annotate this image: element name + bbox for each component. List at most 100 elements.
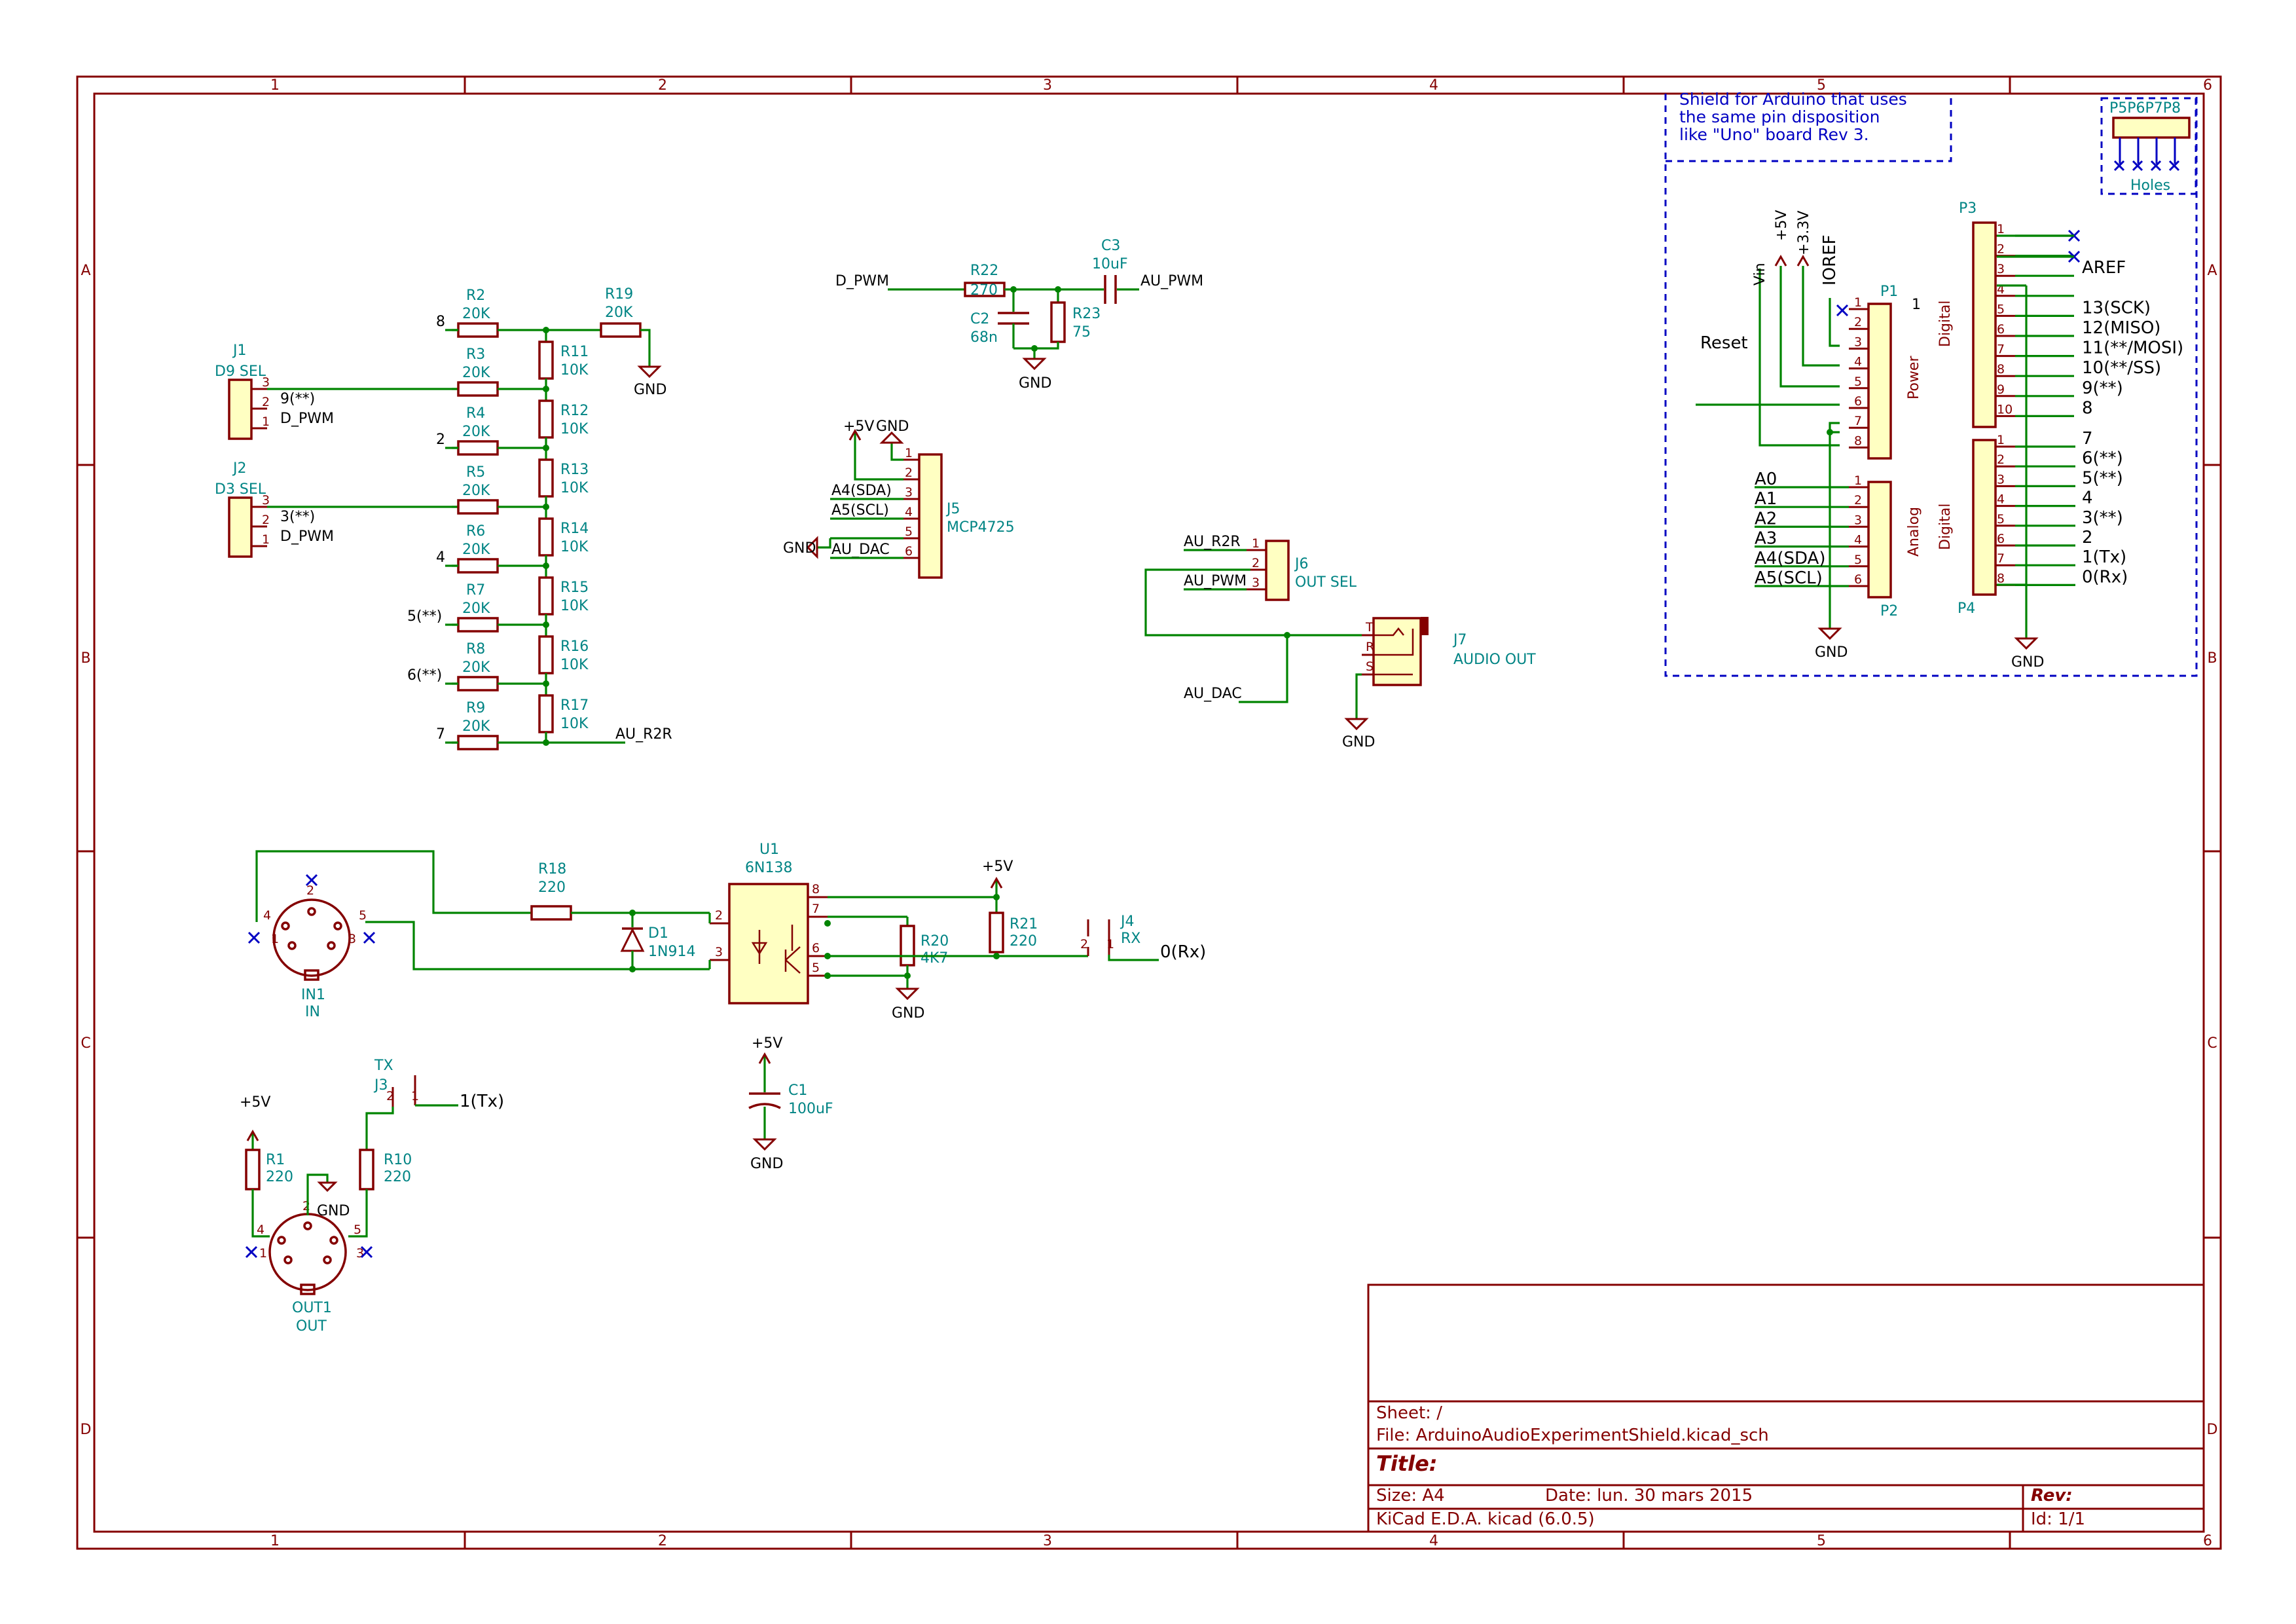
gnd-p3p4: GND <box>2011 654 2044 671</box>
au-dac-label: AU_DAC <box>1184 686 1242 702</box>
j5-net-label: A4(SDA) <box>831 483 892 499</box>
r14-ref: R14 <box>560 521 589 537</box>
col-label-bottom: 6 <box>2203 1533 2212 1549</box>
r15-value: 10K <box>560 598 589 614</box>
col-label-bottom: 4 <box>1429 1533 1438 1549</box>
svg-text:3: 3 <box>905 485 913 500</box>
p1-ref: P1 <box>1880 284 1898 300</box>
r16-body <box>538 635 554 674</box>
j7-value: AUDIO OUT <box>1453 652 1536 668</box>
row-label-right: D <box>2207 1422 2218 1438</box>
p4-pins-label: 6(**) <box>2082 449 2123 468</box>
in1-din <box>272 898 351 977</box>
j5-net-label: AU_DAC <box>831 542 890 558</box>
svg-text:3: 3 <box>1854 335 1862 349</box>
tb-file: File: ArduinoAudioExperimentShield.kicad… <box>1376 1426 1769 1445</box>
p4-pins-label: 2 <box>2082 528 2093 547</box>
u1-optocoupler <box>728 883 809 1005</box>
col-label-top: 4 <box>1429 77 1438 94</box>
j3-ref: TX <box>374 1058 393 1074</box>
svg-text:T: T <box>1365 620 1374 635</box>
gnd-out1: GND <box>317 1203 350 1219</box>
svg-text:S: S <box>1366 659 1374 674</box>
p2-pins-label: A3 <box>1755 529 1777 549</box>
j5-connector <box>918 453 943 579</box>
r4-value: 20K <box>462 424 490 440</box>
out1-ref: OUT1 <box>292 1300 332 1316</box>
tb-tool: KiCad E.D.A. kicad (6.0.5) <box>1376 1509 1595 1529</box>
r21-plus5v: +5V <box>982 858 1013 875</box>
r7-body <box>457 617 499 633</box>
p4-pins-label: 3(**) <box>2082 508 2123 528</box>
r12-ref: R12 <box>560 403 589 419</box>
svg-text:6: 6 <box>905 544 913 559</box>
p2-pins-label: A2 <box>1755 509 1777 528</box>
svg-text:3: 3 <box>262 493 270 507</box>
r13-value: 10K <box>560 480 589 496</box>
tb-id: Id: 1/1 <box>2031 1509 2085 1529</box>
p3-ref: P3 <box>1959 200 1977 217</box>
net-label-n8: 8 <box>436 314 445 330</box>
p2-ref: P2 <box>1880 603 1898 619</box>
u1-ref: U1 <box>759 841 779 858</box>
svg-text:2: 2 <box>1997 452 2005 467</box>
plus5v-label: +5V <box>1774 210 1790 241</box>
arduino-shield-area: Shield for Arduino that uses the same pi… <box>1664 90 2198 677</box>
p4-pins-label: 5(**) <box>2082 468 2123 488</box>
p3-pins-label: 10(**/SS) <box>2082 358 2161 378</box>
title-block: Sheet: / File: ArduinoAudioExperimentShi… <box>1367 1283 2205 1533</box>
tb-title: Title: <box>1376 1451 1438 1476</box>
r17-ref: R17 <box>560 697 589 714</box>
c1-value: 100uF <box>788 1101 833 1117</box>
p3-sub: Digital <box>1937 301 1954 347</box>
r21-value: 220 <box>1010 933 1037 950</box>
d-pwm-label: D_PWM <box>835 273 889 289</box>
p2-sub: Analog <box>1906 507 1922 557</box>
j5-plus5v: +5V <box>843 418 874 435</box>
r3-body <box>457 381 499 397</box>
p4-ref: P4 <box>1958 600 1975 617</box>
svg-text:6: 6 <box>1854 394 1862 409</box>
svg-text:1: 1 <box>411 1089 419 1103</box>
svg-text:5: 5 <box>1997 302 2005 316</box>
svg-text:4: 4 <box>257 1223 264 1237</box>
svg-text:1: 1 <box>1106 937 1114 951</box>
j2-value: D3 SEL <box>215 481 266 498</box>
r2-ref: R2 <box>466 287 485 304</box>
r16-ref: R16 <box>560 638 589 655</box>
c1-ref: C1 <box>788 1082 807 1099</box>
gnd-j7: GND <box>1342 734 1375 750</box>
svg-text:5: 5 <box>905 525 913 539</box>
r22-ref: R22 <box>970 263 998 279</box>
d1-value: 1N914 <box>648 944 695 960</box>
j1-value: D9 SEL <box>215 363 266 380</box>
r19-body <box>600 322 642 338</box>
j1-ref: J1 <box>232 342 247 359</box>
svg-text:3: 3 <box>1997 472 2005 487</box>
r20-ref: R20 <box>920 933 949 950</box>
svg-text:5: 5 <box>1854 553 1862 567</box>
r23-value: 75 <box>1072 324 1091 341</box>
svg-text:4: 4 <box>905 505 913 519</box>
p4-sub: Digital <box>1937 504 1954 550</box>
j5-gnd: GND <box>876 418 909 435</box>
p3-pins-label: 8 <box>2082 398 2093 418</box>
r18-ref: R18 <box>538 861 566 877</box>
note-line-2: the same pin disposition <box>1679 107 1880 126</box>
gnd-c1: GND <box>750 1156 783 1172</box>
r12-body <box>538 399 554 439</box>
gnd-r20: GND <box>892 1005 924 1022</box>
p3-header <box>1972 221 1997 428</box>
svg-text:3: 3 <box>1854 513 1862 527</box>
r12-value: 10K <box>560 421 589 437</box>
svg-text:7: 7 <box>1997 551 2005 566</box>
r13-body <box>538 458 554 498</box>
svg-text:4: 4 <box>1854 355 1862 369</box>
j1-connector <box>228 378 253 440</box>
svg-text:2: 2 <box>905 466 913 480</box>
svg-text:4: 4 <box>1854 533 1862 547</box>
j5-ref: J5 <box>945 501 960 517</box>
note-line-1: Shield for Arduino that uses <box>1679 90 1907 109</box>
r19-value: 20K <box>605 304 633 321</box>
